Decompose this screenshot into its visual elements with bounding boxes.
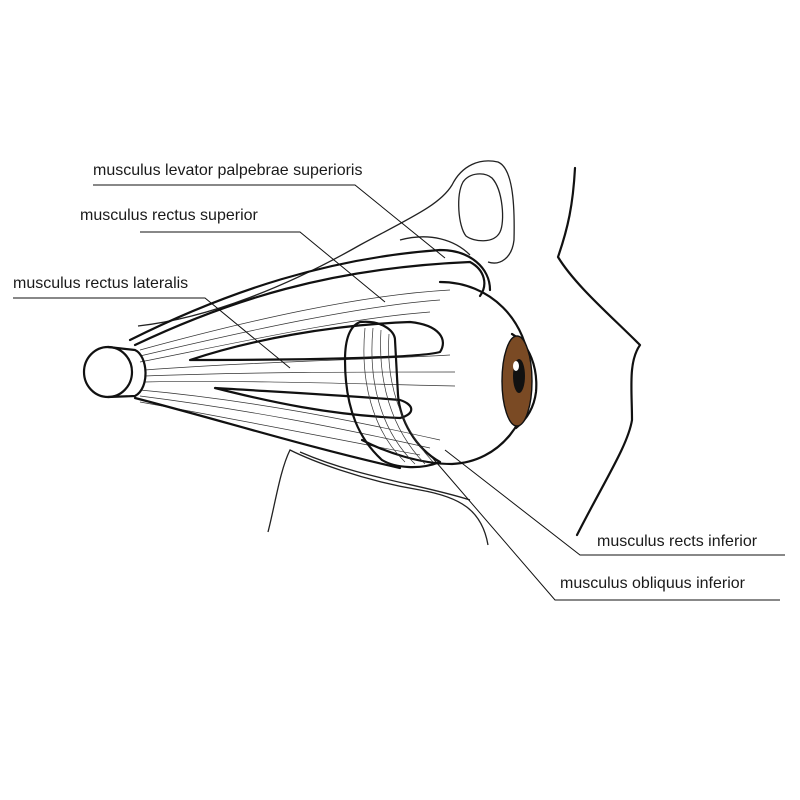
label-rectus-lateralis: musculus rectus lateralis: [13, 275, 189, 292]
obliquus-inferior-muscle: [343, 320, 442, 469]
label-rectus-superior: musculus rectus superior: [80, 207, 258, 224]
rectus-inferior-muscle: [133, 396, 402, 470]
pupil-highlight: [513, 361, 519, 371]
rectus-superior-muscle: [133, 260, 486, 347]
muscle-fibers: [139, 289, 456, 456]
optic-nerve: [82, 345, 147, 399]
leader-rectus-superior: [140, 231, 386, 303]
leader-lines: [13, 184, 785, 601]
rectus-lateralis-upper-band: [188, 320, 444, 362]
leader-levator: [93, 184, 446, 259]
label-obliquus-inferior: musculus obliquus inferior: [560, 575, 745, 592]
face-profile: [556, 166, 642, 537]
orbit-bone: [137, 160, 515, 546]
rectus-lateralis-lower-band: [213, 386, 413, 420]
leader-obliquus-inferior: [429, 454, 780, 601]
label-rectus-inferior: musculus rects inferior: [597, 533, 758, 550]
leader-rectus-lateralis: [13, 297, 291, 369]
label-levator-palpebrae: musculus levator palpebrae superioris: [93, 162, 363, 179]
leader-rectus-inferior: [444, 449, 785, 556]
levator-muscle: [128, 248, 492, 342]
